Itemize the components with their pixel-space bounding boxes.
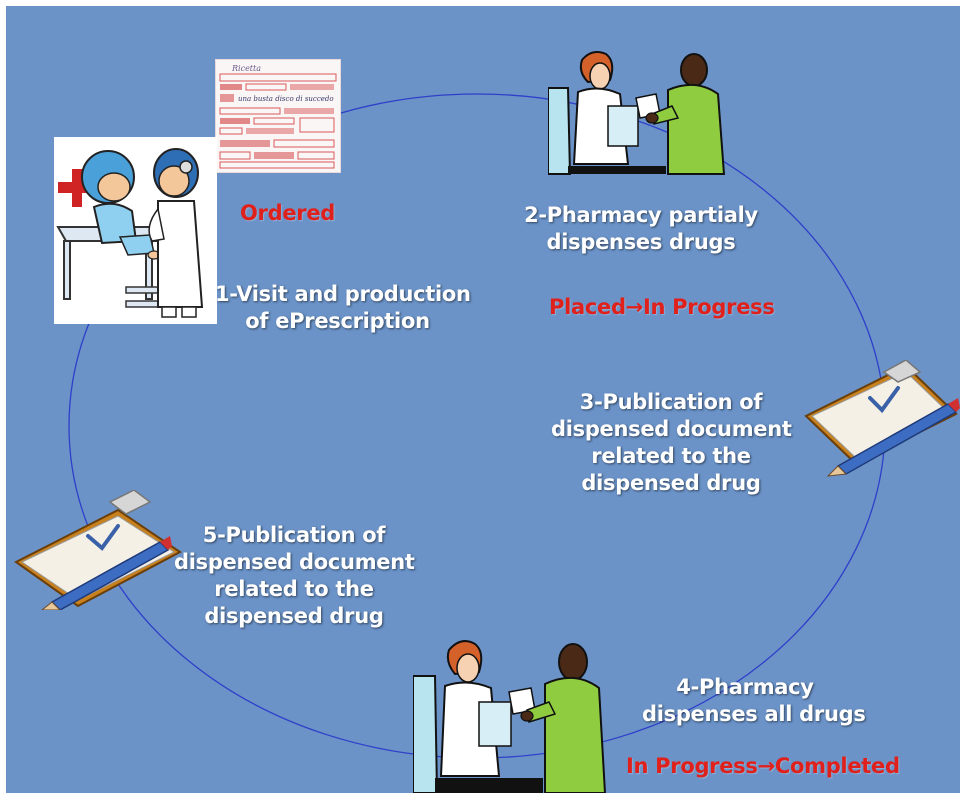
step-3-line-4: dispensed drug bbox=[581, 471, 761, 495]
step-3-line-2: dispensed document bbox=[551, 417, 792, 441]
diagram-slide: Ricetta una busta disco di succedo bbox=[6, 6, 960, 793]
step-1-line-1: 1-Visit and production bbox=[215, 282, 471, 306]
step-4-line-1: 4-Pharmacy bbox=[676, 675, 814, 699]
step-4-line-2: dispenses all drugs bbox=[642, 702, 866, 726]
step-3-label: 3-Publication of dispensed document rela… bbox=[551, 389, 792, 497]
step-5-label: 5-Publication of dispensed document rela… bbox=[174, 522, 415, 630]
clipboard-checkmark-pencil-icon-left bbox=[14, 490, 182, 610]
step-5-line-2: dispensed document bbox=[174, 550, 415, 574]
step-2-line-1: 2-Pharmacy partialy bbox=[524, 203, 758, 227]
step-2-line-2: dispenses drugs bbox=[546, 230, 736, 254]
step-1-label: 1-Visit and production of ePrescription bbox=[215, 281, 471, 335]
pharmacist-customer-illustration bbox=[548, 51, 726, 175]
status-placed-in-progress: Placed→In Progress bbox=[549, 295, 775, 319]
doctor-patient-illustration bbox=[54, 137, 217, 324]
clipboard-checkmark-pencil-icon bbox=[804, 360, 960, 477]
step-5-line-3: related to the bbox=[214, 577, 374, 601]
step-4-label: 4-Pharmacy dispenses all drugs bbox=[642, 674, 866, 728]
step-5-line-4: dispensed drug bbox=[204, 604, 384, 628]
step-3-line-3: related to the bbox=[591, 444, 751, 468]
step-5-line-1: 5-Publication of bbox=[202, 523, 386, 547]
prescription-handwriting: una busta disco di succedo bbox=[238, 95, 334, 103]
step-2-label: 2-Pharmacy partialy dispenses drugs bbox=[521, 202, 761, 256]
status-ordered: Ordered bbox=[240, 201, 336, 225]
step-1-line-2: of ePrescription bbox=[245, 309, 430, 333]
prescription-header-text: Ricetta bbox=[231, 64, 261, 73]
status-in-progress-completed: In Progress→Completed bbox=[626, 754, 900, 778]
step-3-line-1: 3-Publication of bbox=[579, 390, 763, 414]
pharmacist-customer-illustration-bottom bbox=[413, 640, 607, 793]
prescription-form-image: Ricetta una busta disco di succedo bbox=[216, 60, 340, 172]
